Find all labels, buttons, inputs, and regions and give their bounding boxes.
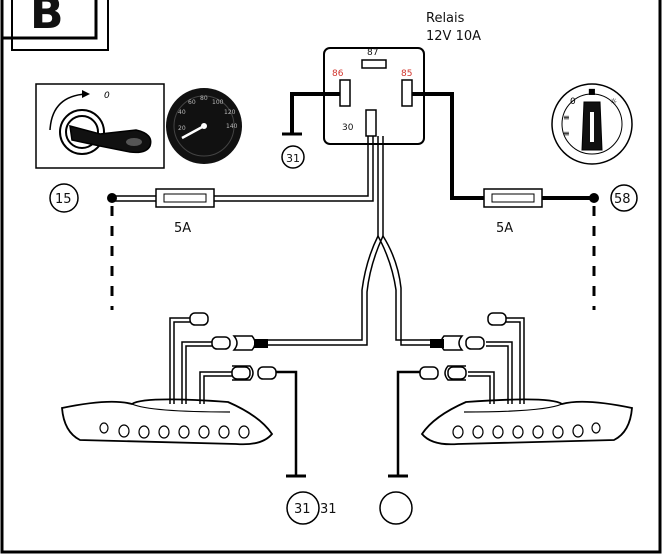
left-ground-wire [276, 370, 298, 476]
right-ground-wire [396, 370, 420, 476]
left-connector-4 [257, 366, 277, 380]
svg-text:20: 20 [178, 125, 186, 132]
left-ground-terminal-label: 31 [294, 502, 311, 517]
svg-text:■: ■ [588, 87, 596, 96]
svg-text:120: 120 [224, 109, 236, 116]
right-lamp-wire-3a [468, 371, 495, 404]
relay-pin-30-label: 30 [342, 123, 354, 133]
left-connector-2 [211, 336, 231, 350]
wire-split-right-b [382, 235, 432, 346]
wire-15-b [112, 136, 374, 202]
relay-pin-30 [365, 109, 377, 137]
relay-pin-87 [361, 59, 387, 69]
terminal-15-label: 15 [55, 192, 72, 207]
left-ground-terminal [286, 491, 320, 525]
led-lamp-left-edge [131, 403, 231, 413]
left-connector-3-female [232, 365, 254, 381]
left-lamp-wire-3b [203, 375, 232, 404]
led-lamp-right-edge [463, 403, 563, 413]
left-lamp-wire-1a [169, 317, 190, 404]
fuse-right-rating: 5A [496, 221, 513, 236]
left-lamp-wire-3a [199, 371, 232, 404]
left-connector-2-female [232, 335, 256, 351]
right-connector-2 [465, 336, 485, 350]
terminal-58 [610, 184, 638, 212]
svg-text:0: 0 [104, 91, 110, 101]
fuse-right-element [491, 193, 535, 203]
led-row-right [452, 422, 601, 439]
left-ground-text: 31 [320, 502, 337, 517]
left-connector-2-plug [254, 339, 268, 348]
right-connector-4 [419, 366, 439, 380]
svg-text:80: 80 [200, 95, 208, 102]
left-lamp-wire-2a [181, 341, 212, 404]
led-row-left [99, 422, 250, 439]
relay-pin-86 [339, 79, 351, 107]
panel-letter: B [30, 0, 64, 39]
left-lamp-wire-1b [173, 321, 190, 404]
left-connector-1 [189, 312, 209, 326]
svg-text:☼: ☼ [610, 97, 617, 106]
svg-text:0: 0 [570, 97, 576, 107]
relay-rating: 12V 10A [426, 29, 481, 44]
svg-text:40: 40 [178, 109, 186, 116]
letter-box-inner [11, 0, 109, 51]
ignition-key-icon: 0 [49, 90, 152, 155]
relay-ground-terminal [281, 145, 305, 169]
svg-text:100: 100 [212, 99, 224, 106]
relay-pin-87-label: 87 [367, 48, 378, 58]
fuse-left-rating: 5A [174, 221, 191, 236]
right-connector-3-female [444, 365, 466, 381]
wire-15-a [112, 136, 369, 197]
wire-split-right-a [377, 235, 432, 341]
right-connector-2-female [440, 335, 464, 351]
right-connector-2-plug [430, 339, 444, 348]
relay-ground-wire [290, 92, 340, 134]
left-lamp-wire-2b [185, 345, 212, 404]
terminal-58-label: 58 [614, 192, 631, 207]
wire-split-left-a [268, 235, 379, 341]
fuse-left-element [163, 193, 207, 203]
relay-pin-85-label: 85 [401, 69, 412, 79]
wire-split-left-b [268, 235, 384, 346]
terminal-15 [49, 183, 79, 213]
speedometer-icon: 40 60 80 100 120 140 20 [166, 88, 242, 164]
light-switch-icon: 0 ≡ ≡ ☼ ■ [551, 83, 633, 165]
right-lamp-wire-3b [468, 375, 491, 404]
junction-58 [589, 193, 599, 203]
left-connector-3 [231, 366, 251, 380]
wire-85-to-fuse [412, 92, 484, 200]
right-connector-1 [487, 312, 507, 326]
right-connector-3 [447, 366, 467, 380]
svg-text:140: 140 [226, 123, 238, 130]
right-lamp-wire-1b [506, 321, 521, 404]
relay-title: Relais [426, 11, 465, 26]
relay-pin-85 [401, 79, 413, 107]
relay-ground-terminal-label: 31 [286, 152, 300, 165]
right-ground-terminal [379, 491, 413, 525]
svg-text:≡: ≡ [563, 129, 570, 138]
svg-text:60: 60 [188, 99, 196, 106]
right-lamp-wire-2b [486, 345, 509, 404]
led-lamp-right [420, 398, 633, 446]
right-lamp-wire-1a [506, 317, 525, 404]
letter-box [0, 0, 98, 40]
relay-pin-86-label: 86 [332, 69, 344, 79]
svg-text:≡: ≡ [563, 113, 570, 122]
right-lamp-wire-2a [486, 341, 513, 404]
